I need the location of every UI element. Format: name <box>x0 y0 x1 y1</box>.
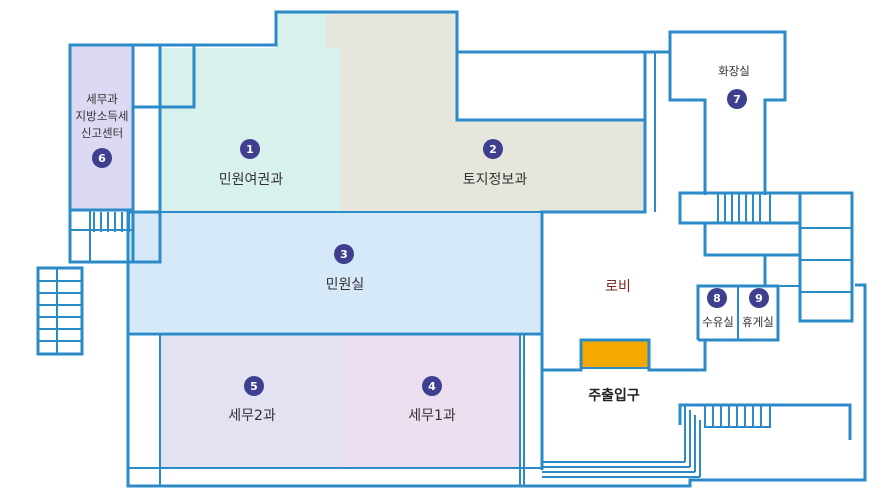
east-stairs-upper <box>678 191 802 257</box>
south-entrance-steps <box>542 405 701 478</box>
room-lounge-label: 휴게실 <box>742 315 774 329</box>
room-tax-center-label-3: 신고센터 <box>81 126 123 140</box>
svg-text:8: 8 <box>713 292 721 305</box>
badge-1-icon <box>240 139 260 159</box>
badge-8-icon <box>707 288 727 308</box>
room-civil-passport-area[interactable] <box>160 12 340 212</box>
external-stairs-west <box>36 266 84 356</box>
room-tax2-label: 세무2과 <box>228 408 276 424</box>
label-tax1: 4 세무1과 <box>408 376 456 424</box>
badge-3-icon <box>334 244 354 264</box>
wall-north-inner <box>455 52 645 122</box>
room-tax-center-label-1: 세무과 <box>86 92 118 106</box>
svg-text:7: 7 <box>733 93 741 106</box>
entrance-marker <box>580 339 650 369</box>
svg-text:9: 9 <box>755 292 763 305</box>
room-nursing-label: 수유실 <box>702 315 734 329</box>
wall-nursing-lounge <box>696 255 800 342</box>
label-tax-center: 세무과 지방소득세 신고센터 6 <box>76 92 129 168</box>
badge-5-icon <box>244 376 264 396</box>
svg-text:4: 4 <box>428 380 436 393</box>
wall-entrance-north <box>542 338 707 372</box>
svg-text:6: 6 <box>98 152 106 165</box>
label-tax2: 5 세무2과 <box>228 376 276 424</box>
wall-lobby-west-vertical <box>540 52 647 470</box>
label-restroom: 화장실 7 <box>718 64 750 109</box>
wall-lobby-east-upper <box>645 30 787 195</box>
badge-9-icon <box>749 288 769 308</box>
badge-6-icon <box>92 148 112 168</box>
label-civil-passport: 1 민원여권과 <box>219 139 284 188</box>
badge-2-icon <box>483 139 503 159</box>
room-tax-center-area[interactable] <box>70 45 133 210</box>
svg-text:3: 3 <box>340 248 348 261</box>
entrance-label: 주출입구 <box>588 387 640 404</box>
label-civil-service: 3 민원실 <box>326 244 365 293</box>
svg-text:2: 2 <box>489 143 497 156</box>
wall-restroom-west <box>668 52 707 195</box>
east-stairs-lower <box>678 403 852 440</box>
badge-7-icon <box>727 89 747 109</box>
room-civil-service-area[interactable] <box>128 212 542 332</box>
wall-south-east <box>542 283 867 488</box>
svg-text:1: 1 <box>246 143 254 156</box>
room-tax2-area[interactable] <box>160 334 340 468</box>
room-civil-passport-label: 민원여권과 <box>219 172 284 188</box>
label-nursing: 8 수유실 <box>702 288 734 329</box>
east-column <box>798 191 854 323</box>
badge-4-icon <box>422 376 442 396</box>
room-tax1-label: 세무1과 <box>408 408 456 424</box>
room-tax1-area[interactable] <box>340 334 520 468</box>
room-tax-center-label-2: 지방소득세 <box>76 109 129 123</box>
label-land-info: 2 토지정보과 <box>463 139 528 188</box>
label-lounge: 9 휴게실 <box>742 288 774 329</box>
room-land-info-label: 토지정보과 <box>463 172 528 188</box>
lobby-label: 로비 <box>605 279 631 295</box>
svg-text:5: 5 <box>250 380 258 393</box>
room-restroom-label: 화장실 <box>718 64 750 78</box>
wall-south-block <box>126 334 542 488</box>
wall-top-left-closet <box>131 43 196 109</box>
room-land-info-area[interactable] <box>326 12 645 212</box>
wall-left-stairs-box <box>68 208 135 264</box>
room-civil-service-label: 민원실 <box>326 277 365 293</box>
